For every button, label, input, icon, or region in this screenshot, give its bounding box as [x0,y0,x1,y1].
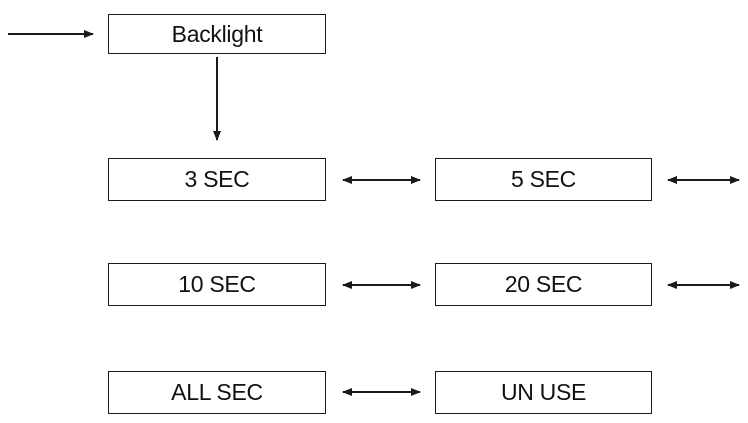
option-20-sec-label: 20 SEC [504,271,583,297]
option-3-sec: 3 SEC [108,158,326,201]
option-10-sec: 10 SEC [108,263,326,306]
option-all-sec-label: ALL SEC [171,379,263,405]
option-20-sec: 20 SEC [435,263,652,306]
option-3-sec-label: 3 SEC [184,166,250,192]
backlight-box: Backlight [108,14,326,54]
option-all-sec: ALL SEC [108,371,326,414]
option-5-sec: 5 SEC [435,158,652,201]
backlight-label: Backlight [171,20,263,47]
option-10-sec-label: 10 SEC [178,271,256,297]
option-un-use: UN USE [435,371,652,414]
option-5-sec-label: 5 SEC [511,166,576,192]
option-un-use-label: UN USE [500,379,587,405]
